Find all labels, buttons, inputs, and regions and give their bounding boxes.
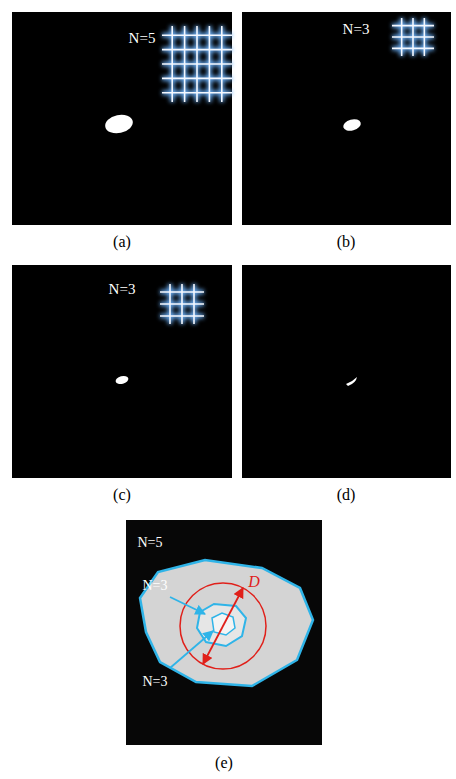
spot-blob [115, 375, 130, 386]
grid-label: N=3 [343, 20, 370, 38]
contour-label: N=5 [137, 535, 162, 550]
panel-caption: (a) [113, 233, 131, 251]
panel-caption: (c) [113, 486, 131, 504]
grid-label: N=3 [109, 280, 136, 298]
grid-label: N=3 [343, 21, 370, 37]
diameter-label: D [248, 573, 260, 591]
spot-blob [342, 117, 362, 132]
panel-caption: (b) [337, 233, 356, 250]
grid-label: N=3 [109, 281, 136, 297]
panel-c [12, 265, 232, 478]
diameter-arrow [203, 588, 243, 664]
panel-b [242, 12, 451, 225]
spot-blob [103, 112, 134, 135]
panel-a [12, 12, 232, 225]
panel-d [242, 265, 451, 478]
panel-caption: (c) [113, 486, 131, 503]
contour-label: N=3 [142, 672, 167, 690]
panel-e [126, 520, 322, 745]
panel-caption: (d) [337, 486, 356, 504]
diameter-circle [180, 583, 266, 669]
contour-n5 [140, 560, 313, 686]
panel-caption: (b) [337, 233, 356, 251]
contour-label: N=3 [142, 674, 167, 689]
diameter-label: D [248, 573, 260, 590]
spot-blob [346, 377, 357, 386]
panel-caption: (d) [337, 486, 356, 503]
contour-n3 [197, 604, 246, 646]
contour-label: N=3 [142, 578, 167, 593]
contour-label: N=3 [142, 576, 167, 594]
panel-caption: (e) [215, 754, 233, 771]
panel-caption: (a) [113, 233, 131, 250]
grid-label: N=5 [129, 30, 156, 46]
grid-icon [160, 18, 434, 324]
panel-caption: (e) [215, 754, 233, 772]
leader-line [170, 597, 205, 614]
grid-label: N=5 [129, 29, 156, 47]
leader-line [170, 631, 213, 668]
contour-label: N=5 [137, 533, 162, 551]
